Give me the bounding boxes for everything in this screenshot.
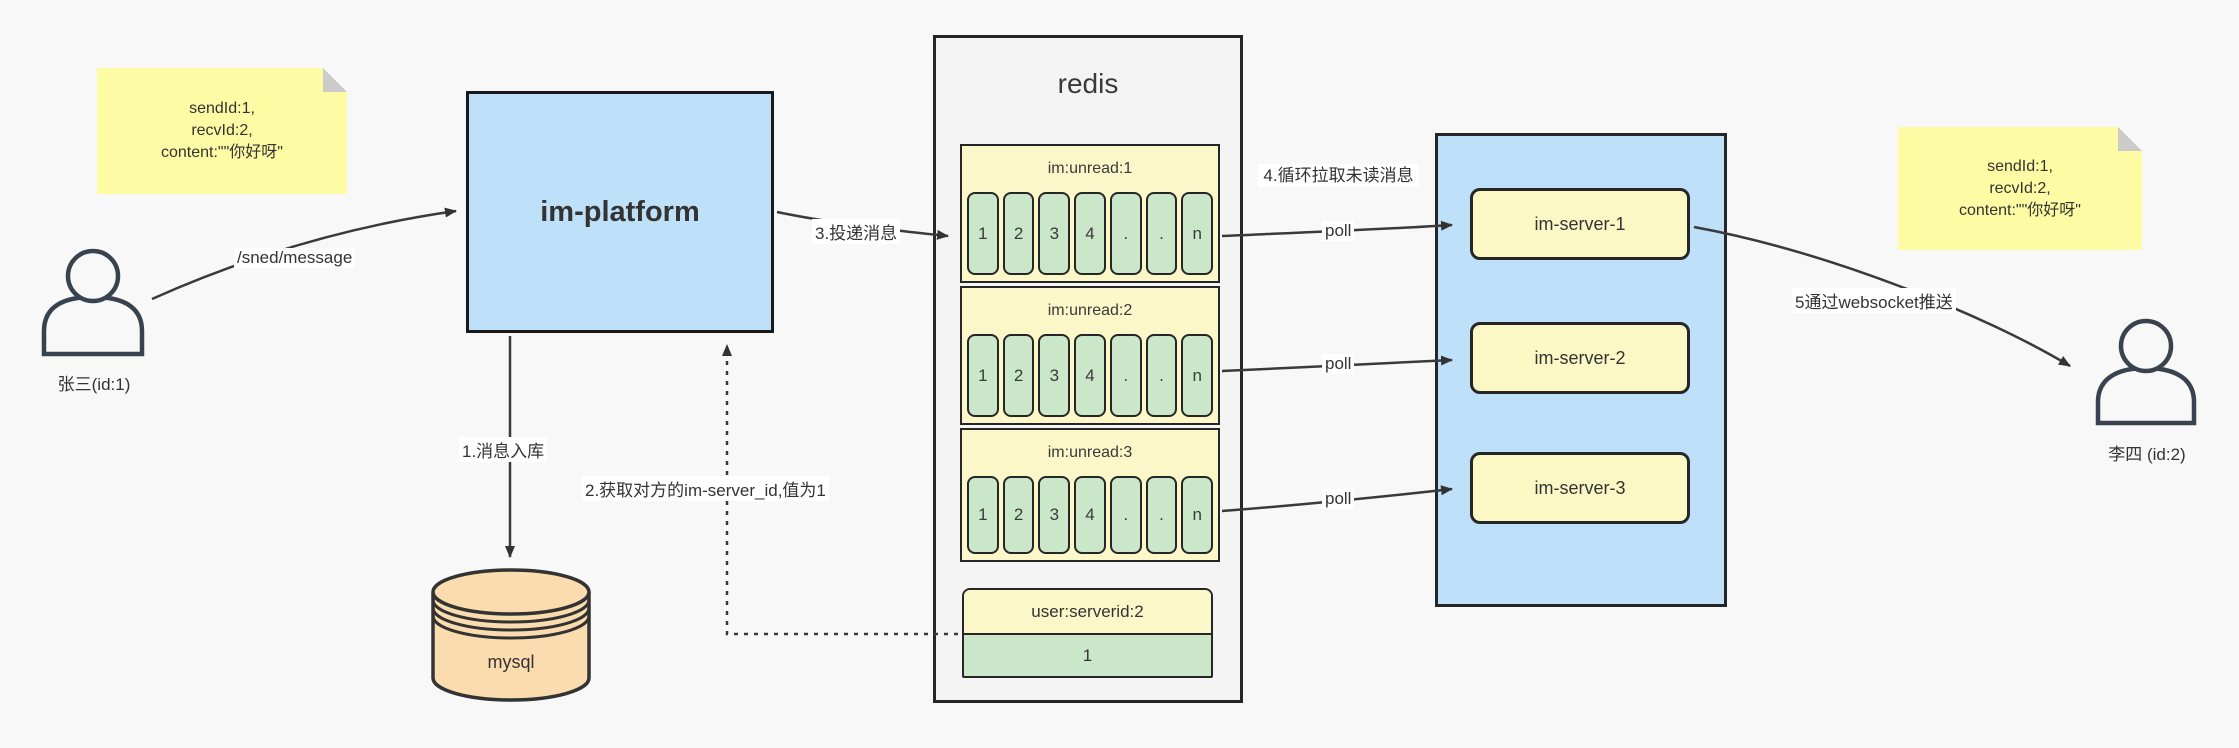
- label-sender: 张三(id:1): [57, 375, 131, 394]
- queue-cell: n: [1181, 192, 1214, 275]
- queue-cell: 2: [1002, 192, 1035, 275]
- queue-im-unread-3: im:unread:3 1 2 3 4 . . n: [960, 428, 1220, 562]
- note-line: content:""你好呀": [161, 144, 283, 161]
- queue-cells: 1 2 3 4 . . n: [962, 476, 1218, 560]
- label-poll-2: poll: [1322, 354, 1355, 374]
- receiver-message-note: sendId:1, recvId:2, content:""你好呀": [1898, 127, 2142, 250]
- queue-cell: 3: [1038, 334, 1071, 417]
- queue-cell: .: [1109, 476, 1142, 554]
- label-step1: 1.消息入库: [459, 437, 548, 462]
- user-icon-receiver: [2095, 318, 2197, 426]
- im-server-1-node: im-server-1: [1470, 188, 1690, 260]
- queue-header: im:unread:2: [1047, 302, 1133, 319]
- queue-header: im:unread:1: [1047, 160, 1133, 177]
- label-mysql: mysql: [487, 652, 535, 672]
- queue-im-unread-2: im:unread:2 1 2 3 4 . . n: [960, 286, 1220, 425]
- note-line: sendId:1,: [1987, 157, 2053, 175]
- queue-cell: .: [1145, 192, 1178, 275]
- note-line: content:""你好呀": [1959, 201, 2081, 219]
- queue-im-unread-1: im:unread:1 1 2 3 4 . . n: [960, 144, 1220, 283]
- queue-cell: .: [1109, 192, 1142, 275]
- note-line: recvId:2,: [1989, 179, 2051, 197]
- queue-cell: .: [1145, 334, 1178, 417]
- user-serverid-value: 1: [964, 635, 1211, 676]
- user-serverid-box: user:serverid:2 1: [962, 588, 1213, 678]
- label-step5: 5通过websocket推送: [1792, 288, 1956, 313]
- queue-cell: .: [1109, 334, 1142, 417]
- queue-cell: 4: [1074, 334, 1106, 417]
- queue-cell: n: [1181, 476, 1214, 554]
- im-server-2-node: im-server-2: [1470, 322, 1690, 394]
- queue-cell: 1: [967, 192, 999, 275]
- queue-cell: n: [1181, 334, 1214, 417]
- label-send-message: /sned/message: [234, 248, 356, 268]
- im-server-3-node: im-server-3: [1470, 452, 1690, 524]
- user-serverid-key: user:serverid:2: [964, 590, 1211, 635]
- label-receiver: 李四 (id:2): [2108, 445, 2186, 464]
- queue-cell: 3: [1038, 192, 1071, 275]
- queue-cells: 1 2 3 4 . . n: [962, 334, 1218, 423]
- label-step2: 2.获取对方的im-server_id,值为1: [582, 476, 829, 501]
- user-icon-sender: [41, 248, 145, 357]
- label-poll-1: poll: [1322, 221, 1355, 241]
- im-platform-node: im-platform: [466, 91, 774, 333]
- mysql-cylinder: [431, 568, 591, 702]
- queue-cell: 1: [967, 476, 999, 554]
- queue-header: im:unread:3: [1047, 444, 1133, 461]
- queue-cell: 1: [967, 334, 999, 417]
- queue-cells: 1 2 3 4 . . n: [962, 192, 1218, 281]
- label-step4: 4.循环拉取未读消息: [1258, 164, 1419, 187]
- sender-message-note: sendId:1, recvId:2, content:""你好呀": [97, 68, 347, 194]
- queue-cell: 4: [1074, 192, 1106, 275]
- queue-cell: 4: [1074, 476, 1106, 554]
- queue-cell: .: [1145, 476, 1178, 554]
- im-platform-label: im-platform: [540, 195, 700, 228]
- label-poll-3: poll: [1322, 489, 1355, 509]
- queue-cell: 2: [1002, 476, 1035, 554]
- queue-cell: 3: [1038, 476, 1071, 554]
- queue-cell: 2: [1002, 334, 1035, 417]
- note-line: recvId:2,: [191, 122, 253, 139]
- label-step3: 3.投递消息: [812, 219, 901, 244]
- redis-title: redis: [1057, 68, 1119, 99]
- note-line: sendId:1,: [189, 100, 255, 117]
